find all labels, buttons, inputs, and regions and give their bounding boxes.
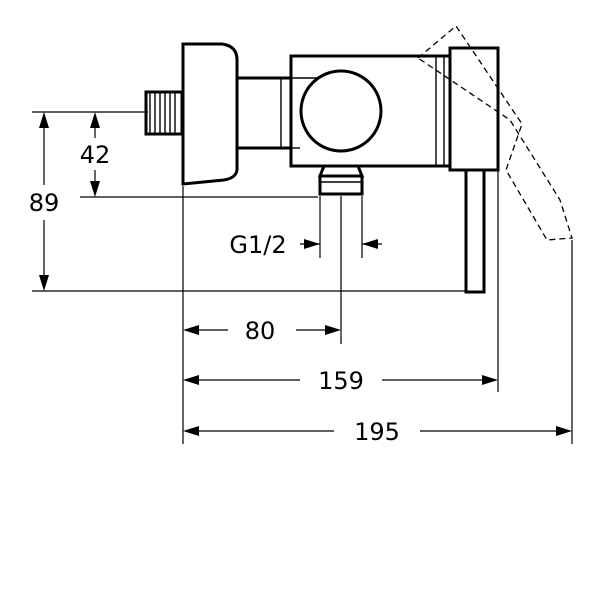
inlet-thread bbox=[144, 90, 184, 136]
dimension-42: 42 bbox=[80, 112, 111, 197]
lever-alternate-position bbox=[416, 25, 573, 241]
faucet-drawing bbox=[144, 25, 573, 294]
dimension-89: 89 bbox=[29, 112, 60, 291]
label-height-small: 42 bbox=[80, 141, 111, 169]
extension-lines bbox=[32, 111, 573, 444]
dimension-159: 159 bbox=[183, 367, 498, 395]
wall-rosette bbox=[181, 42, 239, 186]
dimension-195: 195 bbox=[183, 418, 572, 446]
connecting-pipe bbox=[235, 76, 295, 150]
dimension-80: 80 bbox=[183, 317, 341, 345]
label-width-outlet: 80 bbox=[245, 317, 276, 345]
lever-handle bbox=[464, 168, 486, 294]
label-width-body: 159 bbox=[318, 367, 364, 395]
dimension-thread: G1/2 bbox=[229, 231, 382, 259]
cartridge-cap bbox=[448, 46, 500, 172]
label-width-total: 195 bbox=[354, 418, 400, 446]
diverter-knob bbox=[299, 69, 383, 153]
outlet-nozzle bbox=[317, 164, 365, 196]
label-thread-size: G1/2 bbox=[229, 231, 286, 259]
label-height-total: 89 bbox=[29, 189, 60, 217]
